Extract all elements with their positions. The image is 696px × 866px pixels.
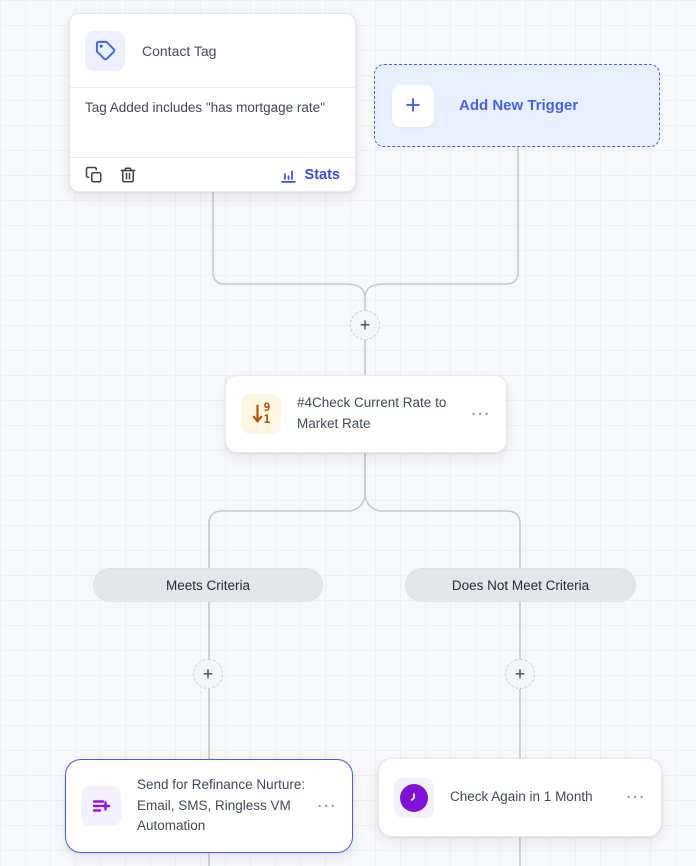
- action-node-check-rate[interactable]: 9 1 #4Check Current Rate to Market Rate …: [225, 375, 507, 453]
- action-node-check-again[interactable]: Check Again in 1 Month ···: [378, 758, 662, 837]
- connector-branch-left: [208, 453, 366, 866]
- more-options-button[interactable]: ···: [626, 789, 646, 806]
- more-options-button[interactable]: ···: [317, 797, 337, 815]
- trigger-description: Tag Added includes "has mortgage rate": [85, 100, 325, 115]
- add-action-button-top[interactable]: +: [350, 310, 380, 340]
- add-new-trigger-label: Add New Trigger: [459, 97, 579, 114]
- divider: [70, 87, 355, 88]
- divider: [70, 157, 355, 158]
- trigger-card-footer: Stats: [70, 158, 355, 192]
- sort-descending-icon: 9 1: [241, 394, 281, 434]
- action-node-title: #4Check Current Rate to Market Rate: [297, 395, 447, 431]
- plus-icon: +: [392, 84, 434, 127]
- copy-icon[interactable]: [85, 166, 103, 184]
- add-new-trigger-button[interactable]: + Add New Trigger: [374, 64, 660, 147]
- plus-icon: +: [359, 315, 371, 335]
- tag-icon: [85, 30, 125, 71]
- trigger-card-header: Contact Tag: [70, 14, 355, 87]
- action-node-title: Send for Refinance Nurture: Email, SMS, …: [137, 776, 306, 834]
- action-node-title: Check Again in 1 Month: [450, 789, 593, 805]
- connector-right-trigger: [364, 147, 519, 297]
- playlist-add-icon: [81, 786, 121, 826]
- plus-icon: +: [202, 664, 214, 684]
- add-action-button-left-branch[interactable]: +: [193, 659, 223, 689]
- add-action-button-right-branch[interactable]: +: [505, 659, 535, 689]
- trigger-card-contact-tag[interactable]: Contact Tag Tag Added includes "has mort…: [69, 13, 356, 192]
- more-options-button[interactable]: ···: [471, 405, 491, 423]
- branch-label-does-not-meet-criteria: Does Not Meet Criteria: [405, 568, 636, 602]
- stats-button[interactable]: Stats: [280, 167, 340, 184]
- clock-icon: [394, 777, 434, 818]
- plus-icon: +: [514, 664, 526, 684]
- sort-digits: 9 1: [263, 400, 271, 426]
- bar-chart-icon: [280, 169, 296, 183]
- branch-label-meets-criteria: Meets Criteria: [93, 568, 323, 602]
- connector-left-trigger: [212, 192, 366, 297]
- trigger-title: Contact Tag: [142, 42, 217, 59]
- stats-label: Stats: [304, 167, 340, 183]
- connector-branch-right: [364, 453, 521, 866]
- trash-icon[interactable]: [119, 166, 137, 184]
- action-node-send-refinance-nurture[interactable]: Send for Refinance Nurture: Email, SMS, …: [65, 759, 353, 853]
